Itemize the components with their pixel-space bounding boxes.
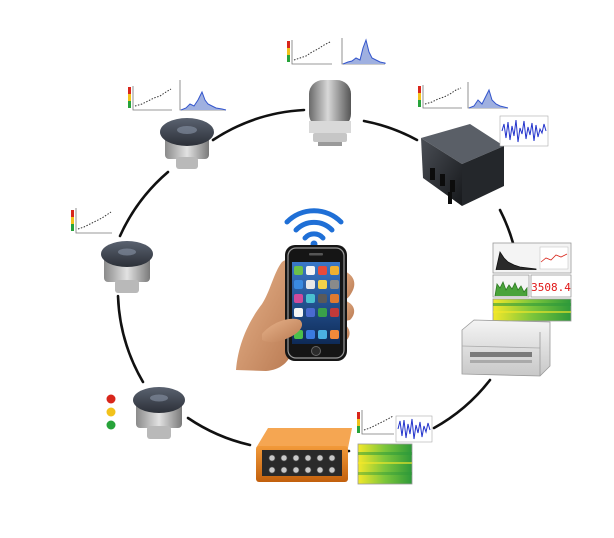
app-grid bbox=[294, 266, 339, 339]
rack-analyzer-icon: 3508.4 bbox=[461, 242, 572, 377]
led-green bbox=[106, 420, 116, 430]
spectrogram-icon bbox=[357, 443, 413, 485]
ring-arc-left-upper bbox=[118, 170, 170, 238]
spectrum-chart-icon bbox=[341, 38, 386, 65]
spectrogram-icon bbox=[492, 298, 572, 322]
trend-chart-icon bbox=[357, 410, 394, 435]
trend-chart-icon bbox=[128, 86, 172, 111]
ring-arc-right-upper bbox=[498, 208, 515, 245]
portable-analyzer-icon bbox=[256, 428, 352, 482]
analyzer-screen-spectrum bbox=[492, 242, 572, 274]
led-red bbox=[106, 394, 116, 404]
rack-chassis bbox=[461, 319, 551, 377]
ring-arc-left-lower bbox=[116, 294, 145, 384]
sensor-icon bbox=[160, 118, 214, 169]
trend-chart-icon bbox=[71, 208, 112, 234]
spectrum-chart-icon bbox=[179, 80, 227, 111]
waveform-icon bbox=[395, 415, 433, 443]
trend-chart-icon bbox=[418, 85, 462, 109]
sensor-icon bbox=[133, 387, 185, 439]
microphone-icon bbox=[309, 80, 351, 146]
sensor-icon bbox=[101, 241, 153, 293]
analyzer-screen-trend: 3508.4 bbox=[492, 274, 572, 298]
ring-arc-bottom-left bbox=[186, 416, 252, 447]
wifi-icon bbox=[284, 208, 344, 248]
daq-box-icon bbox=[421, 124, 504, 206]
ring-arc-top-right bbox=[362, 119, 419, 142]
trend-chart-icon bbox=[287, 40, 332, 65]
waveform-icon bbox=[499, 115, 549, 147]
spectrum-chart-icon bbox=[467, 82, 509, 109]
smartphone-icon bbox=[262, 245, 347, 361]
readout-value: 3508.4 bbox=[531, 281, 571, 294]
thumb bbox=[262, 318, 303, 343]
ring-arc-top-left bbox=[211, 108, 306, 142]
ring-arc-right-lower bbox=[432, 378, 492, 430]
led-yellow bbox=[106, 407, 116, 417]
traffic-light-icon bbox=[106, 394, 116, 430]
